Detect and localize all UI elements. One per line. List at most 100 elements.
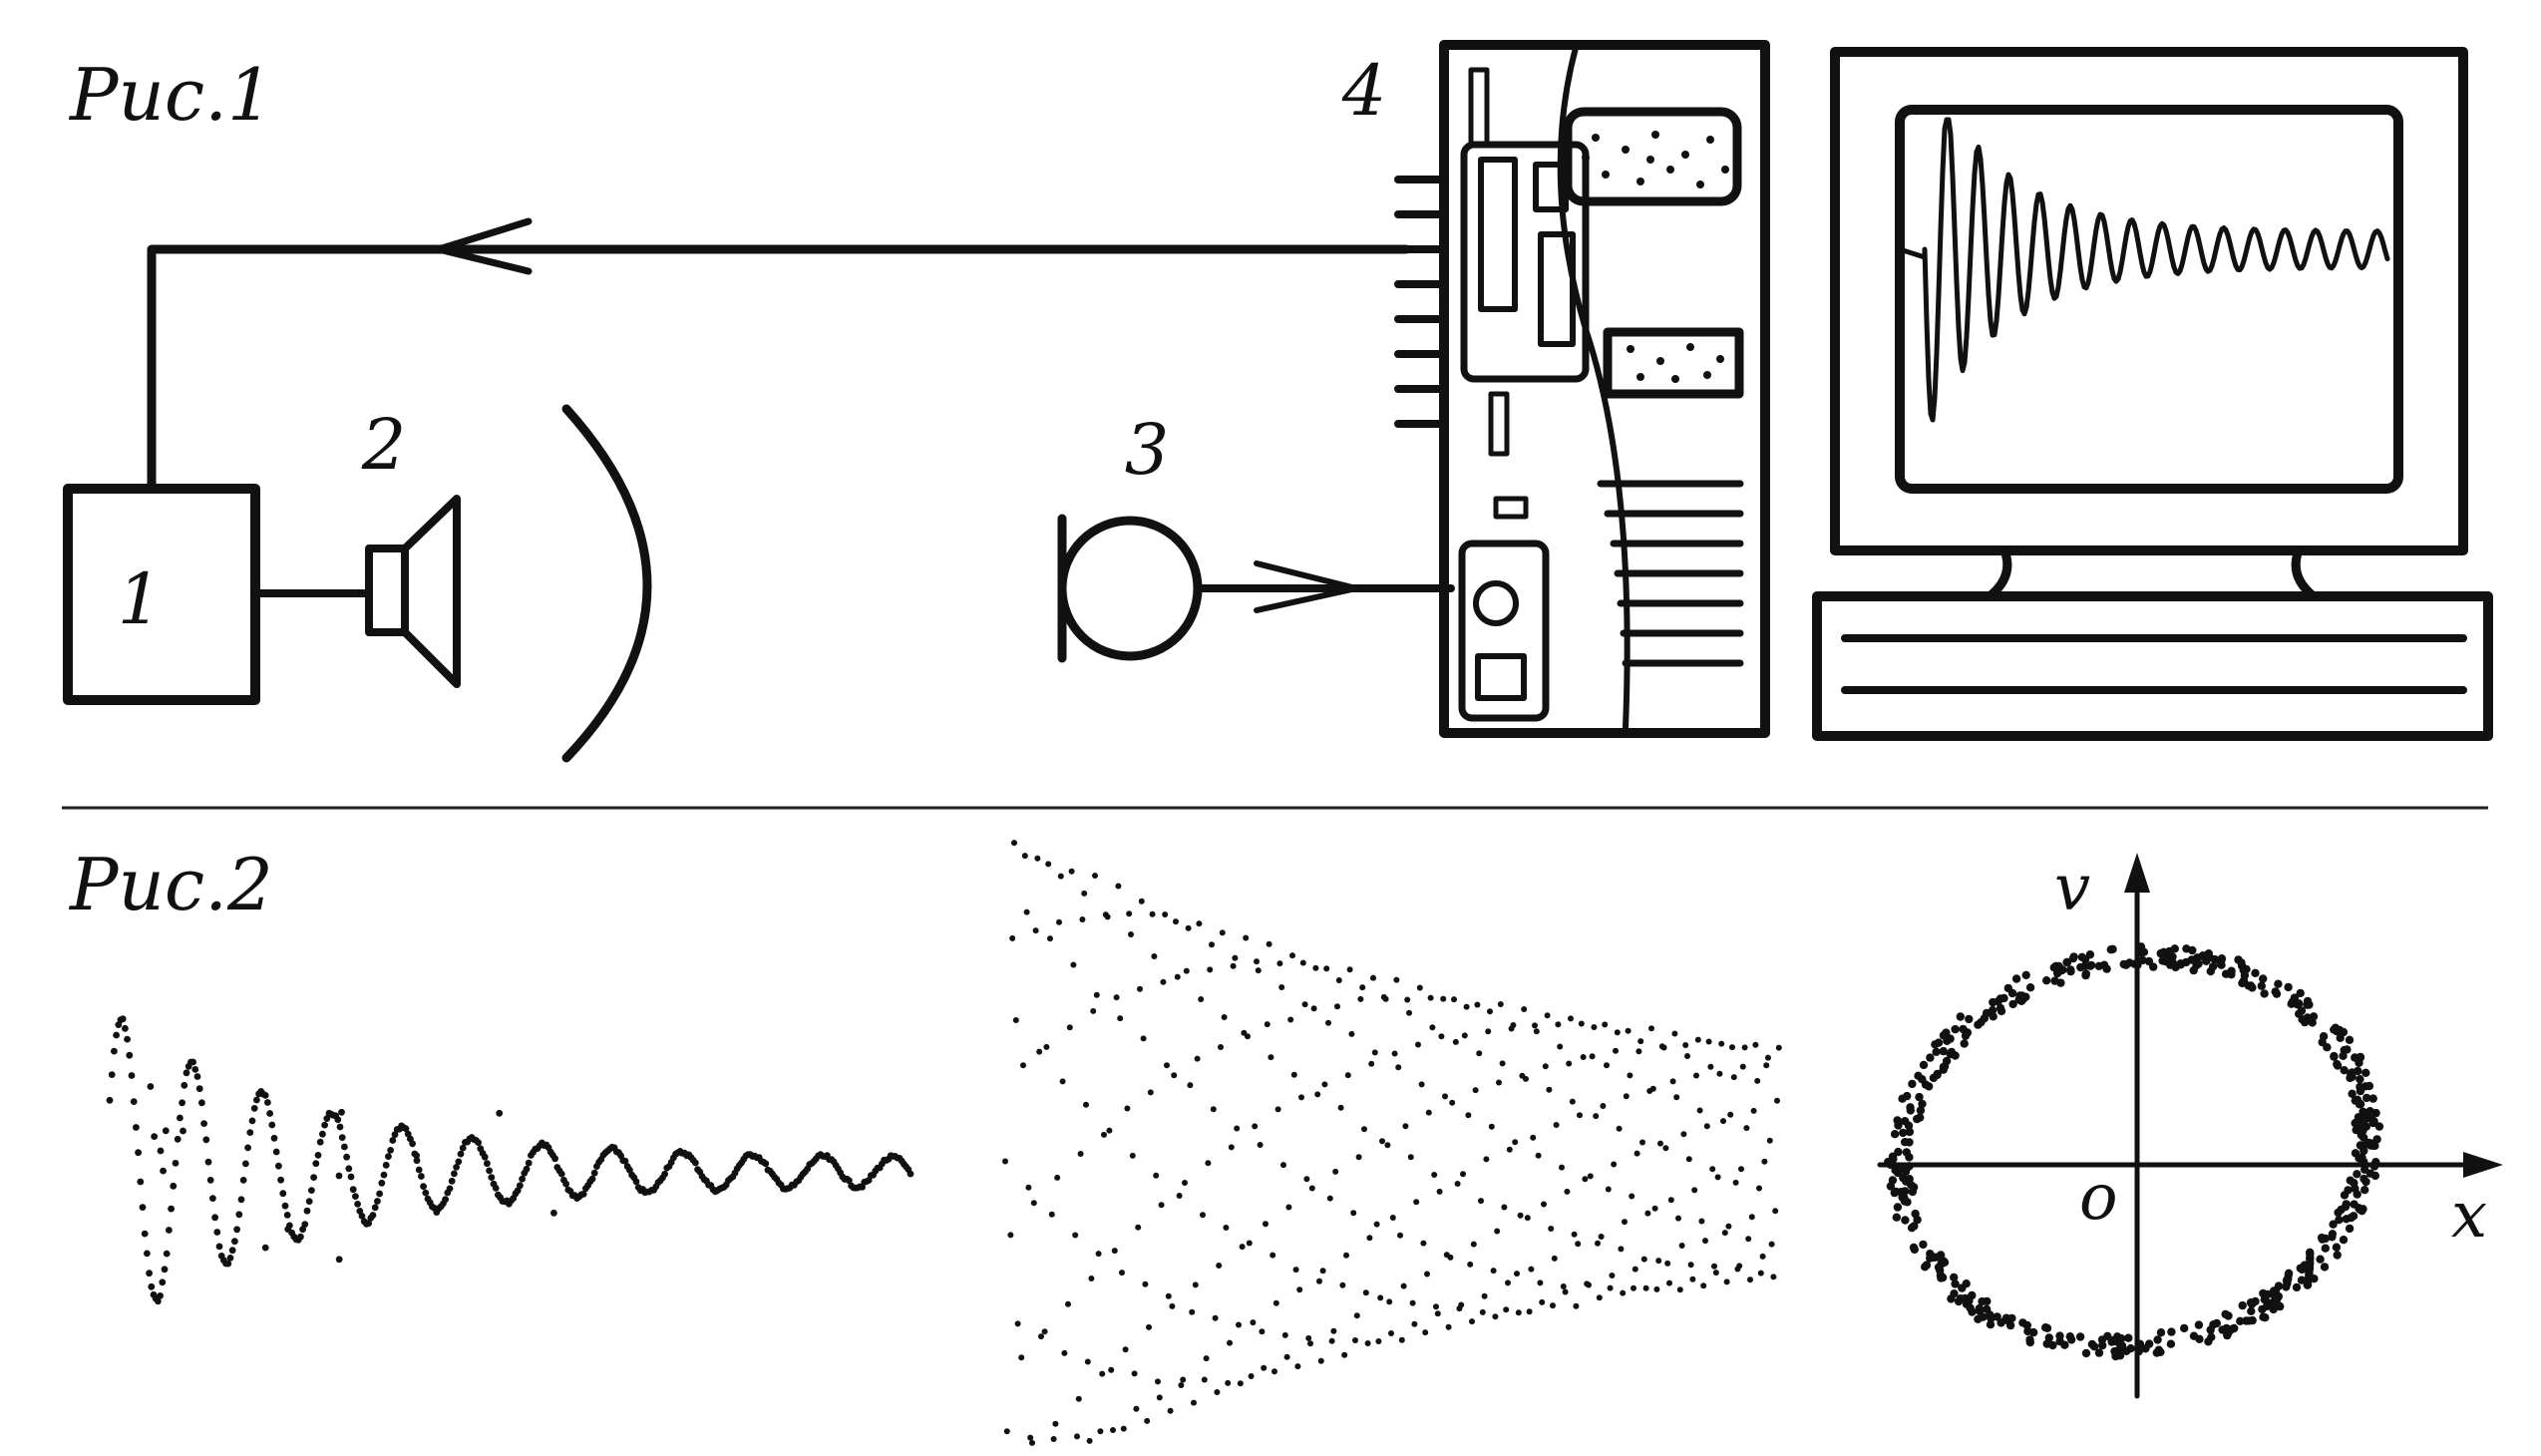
arrow-icon xyxy=(435,217,533,275)
data-point xyxy=(2217,954,2227,963)
data-point xyxy=(1517,1212,1524,1219)
data-point xyxy=(1467,1261,1474,1268)
data-point xyxy=(2346,1073,2355,1083)
data-point xyxy=(1088,1275,1095,1281)
data-point xyxy=(1602,1021,1609,1028)
data-point xyxy=(486,1167,493,1175)
data-point xyxy=(1090,1007,1097,1014)
data-point xyxy=(579,1190,587,1198)
data-point xyxy=(305,1198,313,1205)
data-point xyxy=(1604,1062,1610,1069)
data-point xyxy=(1353,1312,1360,1319)
data-point xyxy=(1332,1168,1339,1175)
data-point xyxy=(1434,1310,1441,1317)
data-point xyxy=(211,1214,219,1222)
data-point xyxy=(1528,1266,1535,1273)
data-point xyxy=(128,1072,136,1079)
data-point xyxy=(2244,981,2253,990)
data-point xyxy=(2217,960,2226,969)
data-point xyxy=(2122,1346,2131,1356)
data-point xyxy=(1934,1263,1944,1273)
data-point xyxy=(2223,1330,2232,1339)
data-point xyxy=(1065,1300,1071,1307)
data-point xyxy=(2361,1068,2370,1078)
data-point xyxy=(133,1124,140,1131)
data-point xyxy=(174,1135,182,1143)
data-point xyxy=(1187,1082,1194,1089)
data-point xyxy=(1989,1012,1997,1021)
data-point xyxy=(242,1160,249,1168)
data-point xyxy=(1341,1351,1348,1358)
data-point xyxy=(122,1024,129,1032)
data-point xyxy=(2290,993,2300,1002)
data-point xyxy=(2081,969,2090,978)
data-point xyxy=(1559,1164,1565,1171)
data-point xyxy=(1629,1193,1635,1200)
data-point xyxy=(1754,1077,1761,1084)
data-point xyxy=(264,1099,271,1106)
data-point xyxy=(1577,1112,1583,1119)
data-point xyxy=(1940,1258,1950,1268)
data-point xyxy=(2258,1304,2267,1314)
data-point xyxy=(2347,1213,2357,1222)
data-point xyxy=(1913,1114,1922,1124)
data-point xyxy=(1510,1022,1517,1028)
x-axis-label: x xyxy=(2451,1179,2487,1253)
data-point xyxy=(1196,920,1203,927)
data-point xyxy=(1669,1078,1676,1085)
data-point xyxy=(233,1226,241,1234)
data-point xyxy=(590,1169,598,1177)
data-point xyxy=(1523,1075,1529,1082)
data-point xyxy=(1045,861,1052,868)
data-point xyxy=(1600,1103,1607,1109)
data-point xyxy=(1729,1044,1735,1051)
data-point xyxy=(2359,1205,2367,1214)
data-point xyxy=(2189,1331,2199,1340)
data-point xyxy=(2044,1333,2053,1342)
data-point xyxy=(1023,909,1030,915)
data-point xyxy=(157,1147,165,1155)
data-point xyxy=(1977,1017,1986,1027)
data-point xyxy=(1002,1158,1008,1165)
data-point xyxy=(2362,1093,2371,1103)
data-point xyxy=(2170,944,2179,953)
data-point xyxy=(2303,1000,2312,1009)
data-point xyxy=(141,1230,149,1238)
data-point xyxy=(451,1170,458,1178)
data-point xyxy=(2320,1263,2330,1272)
data-point xyxy=(1362,1289,1369,1296)
data-point xyxy=(151,1133,159,1140)
data-point xyxy=(2328,1230,2338,1239)
data-point xyxy=(907,1170,914,1178)
data-point xyxy=(195,1085,203,1093)
data-point xyxy=(1133,1405,1140,1412)
data-point xyxy=(418,1173,425,1180)
data-point xyxy=(338,1134,346,1141)
data-point xyxy=(551,1155,558,1163)
data-point xyxy=(2259,974,2268,983)
data-point xyxy=(1461,1032,1468,1039)
data-point xyxy=(1052,1420,1059,1427)
data-point xyxy=(1555,1021,1562,1028)
data-point xyxy=(632,1178,640,1186)
data-point xyxy=(2189,965,2198,975)
data-point xyxy=(312,1160,320,1168)
data-point xyxy=(335,1172,343,1180)
data-point xyxy=(1361,1126,1367,1133)
data-point xyxy=(1056,918,1062,925)
data-point xyxy=(1662,1145,1669,1152)
data-point xyxy=(2321,1244,2330,1253)
generator-label: 1 xyxy=(118,558,163,640)
data-point xyxy=(2350,1200,2359,1209)
data-point xyxy=(1119,1270,1125,1276)
data-point xyxy=(413,1157,421,1165)
data-point xyxy=(1400,1282,1407,1289)
data-point xyxy=(1916,1106,1926,1115)
data-point xyxy=(1483,1156,1490,1163)
data-point xyxy=(1041,1328,1048,1335)
data-point xyxy=(2106,945,2115,954)
data-point xyxy=(762,1160,770,1168)
data-point xyxy=(1546,1086,1553,1093)
data-point xyxy=(1305,1334,1312,1341)
data-point xyxy=(1774,1097,1780,1104)
